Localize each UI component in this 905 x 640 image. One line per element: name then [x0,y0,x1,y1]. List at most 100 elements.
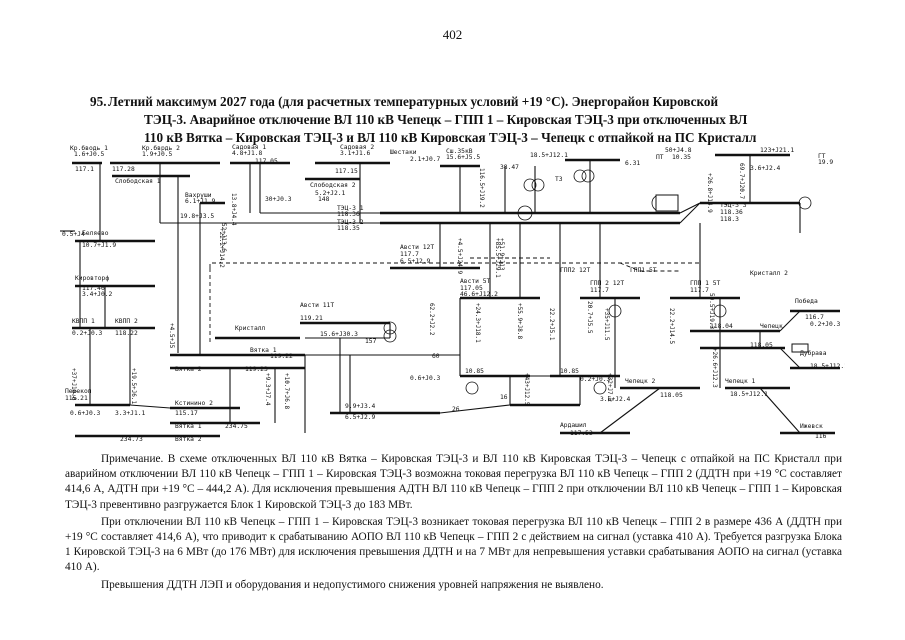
label-19-8: 19.8+J3.5 [180,213,214,220]
label-0-5: 0.2+J0.3 [72,330,103,337]
dashed-line-gpp [619,262,680,272]
label-vyatka-1: Вятка 1 [250,347,277,354]
label-perekop: Перекоп [65,388,92,395]
label-slobodskaya-2: Слободская 2 [310,181,356,189]
note-paragraph-2: При отключении ВЛ 110 кВ Чепецк – ГПП 1 … [65,515,842,574]
note-paragraph-3: Превышения ДДТН ЛЭП и оборудования и нед… [101,578,604,591]
label-157: 157 [365,338,377,345]
label-30: 30+J0.3 [265,196,292,203]
label-belyaevo-v: 10.7+J1.9 [82,242,116,249]
label-0-2: 0.2+J0.3 [810,321,841,328]
label-belyaevo: Беляево [82,230,109,237]
label-sadovaya-1: Садовая 1 [232,144,266,151]
label-119-21: 119.21 [300,315,323,322]
label-chepetsk-2-v: 118.05 [660,392,683,399]
label-vahrushi-v: 6.1+J1.9 [185,198,216,205]
label-vyatka-2-220: Вятка 2 [175,436,202,443]
label-tec3-3: ТЭЦ-3 3 [720,202,747,209]
label-pt-v: 50+J4.8 [665,147,692,154]
label-vyatka2-v: 234.73 [120,436,143,443]
section-number: 95. [90,94,107,109]
label-118-35: 118.35 [337,225,360,232]
transformer-avsti-a [383,321,397,335]
network-schematic: Кр.бводь 1 1.6+J0.5 Кр.бврдь 2 1.9+J0.5 … [60,144,845,443]
label-flow-f22: +32+J7.2 [606,373,613,402]
label-118-22: 118.22 [115,330,138,337]
heading-line-3: 110 кВ Вятка – Кировская ТЭЦ-3 и ВЛ 110 … [144,130,757,145]
label-118-04: 118.04 [710,323,733,330]
label-perekop-v: 115.21 [65,395,88,402]
label-flow-f16: 22.2+J5.1 [548,308,555,341]
label-kirov-bypass-2: Кр.бврдь 2 [142,144,180,152]
label-chepetsk: Чепецк [760,323,783,330]
label-kristall-2: Кристалл 2 [750,270,788,277]
label-sadovaya-2-v: 3.1+J1.6 [340,150,371,157]
label-gpp1-5t: ГПП1 5Т [630,267,657,274]
label-10-85: 10.85 [465,368,484,375]
section-heading: 95. Летний максимум 2027 года (для расче… [90,93,838,147]
label-17: 0.5+J4 [62,231,85,238]
label-shestaki: Шестаки [390,149,417,156]
label-18-5: 18.5+J12.1 [530,152,568,159]
label-38-47: 38.47 [500,164,519,171]
page-number: 402 [442,27,463,42]
label-15-6: 15.6+J30.3 [320,331,358,338]
label-kstinino-v: 115.17 [175,410,198,417]
label-izhevsk: Ижевск [800,423,823,430]
label-flow-f3: 116.5+J19.2 [478,168,485,208]
label-flow-f19: +4.5+J5 [168,323,175,349]
label-3-6-b: 3.6+J2.4 [600,396,631,403]
label-flow-f23: +26.8+J14.9 [706,173,713,213]
label-0-1: 0.6+J0.3 [70,410,101,417]
label-117-1: 117.1 [75,166,94,173]
label-0-2-b: 0.2+J0.3 [580,376,611,383]
label-avsti-12t: Австи 12Т [400,244,434,251]
line-26-16 [439,404,511,414]
transformer-avsti-b [383,329,397,343]
label-sh35: Сш.35кВ [446,148,473,155]
label-pt-p: 10.35 [672,154,691,161]
label-pt: ПТ [656,154,664,161]
label-flow-f11: +22.2+J14.2 [218,228,225,268]
label-gt: ГТ [818,153,826,160]
transformer-gpp2 [608,304,622,318]
heading-line-2: ТЭЦ-3. Аварийное отключение ВЛ 110 кВ Че… [144,112,748,127]
label-kristall: Кристалл [235,325,266,332]
label-izhevsk-v: 116 [815,433,827,440]
transformer-tec-c [517,205,533,221]
label-flow-f15: +51.9+J13 [498,238,505,271]
label-dubrava: Дубрава [800,349,827,357]
label-11-9: 6.5+J2.9 [400,258,431,265]
label-flow-f17: +35+J11.5 [603,308,610,341]
transformer-sh35-b [531,178,545,192]
label-kirovtorf: Кировторф [75,274,109,282]
label-kirovtorf-v: 3.4+J0.2 [82,291,113,298]
label-flow-f4: +4.5+J24.9 [456,238,463,275]
label-ardashi: Ардашил [560,422,587,429]
label-flow-f21: +43+J12.5 [523,373,530,406]
label-0-6: 0.6+J0.3 [410,375,441,382]
label-sadovaya-1-v: 4.8+J1.8 [232,150,263,157]
transformer-t3-b [581,169,595,183]
label-shestaki-v: 2.1+J0.7 [410,156,441,163]
line-chepetsk-izhevsk [759,387,801,434]
label-kirov-bypass-1-v: 1.6+J0.5 [74,151,105,158]
label-chepetsk-1: Чепецк 1 [725,378,756,385]
label-gt-v: 123+J21.1 [760,147,794,154]
label-chepetsk-1-v: 18.5+J12.1 [730,391,768,398]
label-tec3-2-v: 118.36 [720,209,743,216]
label-dubrava-v: 18.5+J12.1 [810,363,845,370]
label-gpp2-12t: ГПП2 12Т [560,267,591,274]
label-60: 60 [432,353,440,360]
label-flow-f5: +85.5+J29.1 [494,238,501,278]
transformer-gt [798,196,812,210]
label-avsti-11t: Австи 11Т [300,302,334,309]
label-sh35-v: 15.6+J5.5 [446,154,480,161]
label-flow-f26: 69.7+J20.7 [738,163,745,200]
label-1-3: 3.3+J1.1 [115,410,146,417]
transformer-t3-a [573,169,587,183]
label-flow-f2: 13.8+J4.4 [230,193,237,226]
label-flow-f18: 50.5+J19.3 [708,293,715,330]
label-pobeda: Победа [795,297,818,305]
dashed-line-top [209,262,701,268]
